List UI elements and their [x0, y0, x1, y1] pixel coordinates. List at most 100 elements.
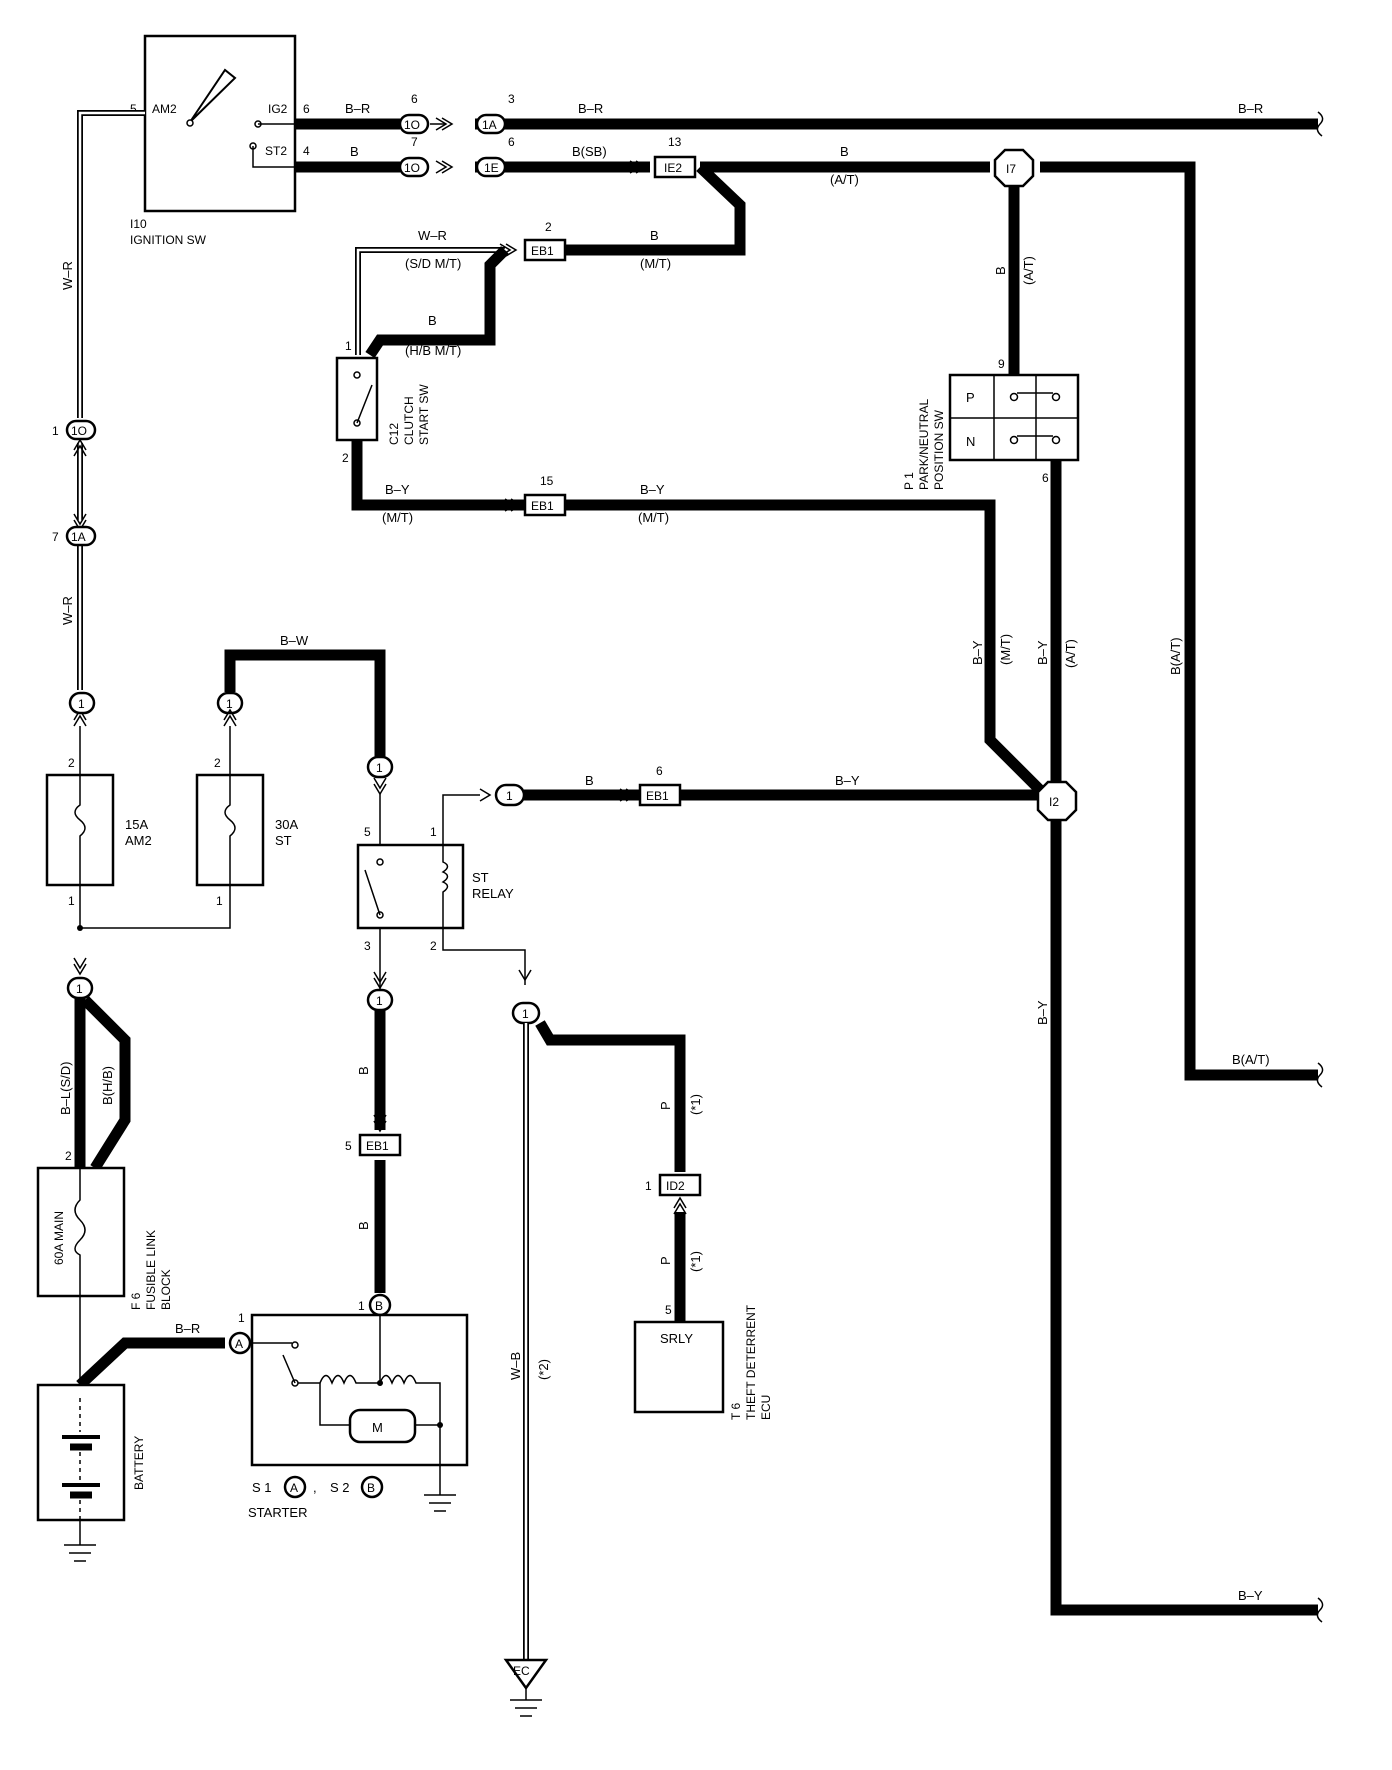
connector-label: 1O: [71, 424, 87, 438]
fuse-name: ST: [275, 833, 292, 848]
fuse-name: AM2: [125, 833, 152, 848]
pin-number: 1: [68, 894, 75, 908]
wire-label: (*1): [688, 1094, 703, 1115]
wire-label: B: [356, 1066, 371, 1075]
wire-label: (M/T): [640, 256, 671, 271]
pin-number: 2: [68, 756, 75, 770]
connector-label: 1: [522, 1007, 529, 1021]
pin-number: 5: [364, 825, 371, 839]
pin-number: 9: [998, 357, 1005, 371]
pn-sw-id: P 1: [902, 472, 916, 490]
pn-label-n: N: [966, 434, 975, 449]
pin-number: 2: [214, 756, 221, 770]
pin-number: 1: [216, 894, 223, 908]
ecu-terminal-srly: SRLY: [660, 1331, 693, 1346]
wire-label: B: [356, 1221, 371, 1230]
junction-label: I7: [1006, 162, 1016, 176]
pn-label-p: P: [966, 390, 975, 405]
wire-label: W–R: [60, 261, 75, 290]
connector-pin: 6: [656, 764, 663, 778]
connector-label: 1A: [71, 530, 86, 544]
pin-number: 2: [430, 939, 437, 953]
connector-label: 1O: [404, 161, 420, 175]
junction-label: I2: [1049, 795, 1059, 809]
terminal-label: A: [235, 1337, 243, 1351]
wire-b-st2: B B(SB) B (A/T) 1O 7 1E 6 IE2 13 I7: [295, 135, 1318, 1081]
wire-b-relay-to-starter: 1 EB1 5 B B: [345, 971, 402, 1293]
wire-p-theft: P (*1) ID2 1 P (*1) 5: [535, 1020, 703, 1322]
fuse-15a-am2: 2 1 15A AM2: [45, 726, 152, 908]
wire-label: B–Y: [835, 773, 860, 788]
wire-label: B–R: [578, 101, 603, 116]
clutch-sw-id: C12: [387, 423, 401, 445]
connector-label: EB1: [646, 789, 669, 803]
starter-name: STARTER: [248, 1505, 307, 1520]
fuse-rating: 30A: [275, 817, 298, 832]
fusible-name: FUSIBLE LINK: [144, 1230, 158, 1310]
wire-label: (H/B M/T): [405, 343, 461, 358]
pn-sw-name: POSITION SW: [932, 409, 946, 490]
connector-label: 1: [506, 789, 513, 803]
wire-label: W–R: [418, 228, 447, 243]
wire-label: (*1): [688, 1251, 703, 1272]
clutch-sw-name: CLUTCH: [402, 396, 416, 445]
ignition-sw-name: IGNITION SW: [130, 233, 207, 247]
connector-pin: 2: [545, 220, 552, 234]
wire-label: B: [840, 144, 849, 159]
wire-label: B(A/T): [1168, 637, 1183, 675]
wire-label: B–Y: [1035, 1000, 1050, 1025]
connector-label: EB1: [531, 499, 554, 513]
ecu-id: T 6: [729, 1403, 743, 1420]
wire-label: B: [650, 228, 659, 243]
pin-ig2-label: IG2: [268, 102, 288, 116]
wire-label: B: [428, 313, 437, 328]
ecu-name: THEFT DETERRENT: [744, 1304, 758, 1420]
wire-label: B(H/B): [100, 1066, 115, 1105]
pin-number: 1: [358, 1299, 365, 1313]
relay-name: RELAY: [472, 886, 514, 901]
wire-label: B–Y: [640, 482, 665, 497]
fusible-id: F 6: [129, 1292, 143, 1310]
park-neutral-position-switch: B (A/T) P N 9 6 P 1 PARK/NEUTRAL POSITIO…: [902, 186, 1080, 490]
ecu-name: ECU: [759, 1395, 773, 1420]
pin-number: 5: [130, 102, 137, 116]
connector-label: 1E: [484, 161, 499, 175]
fusible-name: BLOCK: [159, 1269, 173, 1310]
wire-label: (*2): [536, 1359, 551, 1380]
wire-label: B–R: [1238, 101, 1263, 116]
connector-label: 1: [226, 697, 233, 711]
ground-label: EC: [513, 1664, 530, 1678]
fuse-rating: 15A: [125, 817, 148, 832]
connector-pin: 15: [540, 474, 554, 488]
pin-number: 6: [1042, 471, 1049, 485]
connector-label: 1: [78, 697, 85, 711]
connector-label: 1A: [482, 118, 497, 132]
pin-number: 6: [303, 102, 310, 116]
theft-deterrent-ecu: SRLY T 6 THEFT DETERRENT ECU: [633, 1304, 773, 1420]
terminal-label: B: [375, 1299, 383, 1313]
wire-label: B–Y: [970, 640, 985, 665]
battery-label: BATTERY: [132, 1436, 146, 1490]
wire-w-r-sdmt: EB1 2 W–R (S/D M/T) B (M/T) B (H/B M/T): [355, 220, 671, 359]
connector-pin: 7: [52, 530, 59, 544]
separator: ,: [313, 1480, 317, 1495]
ignition-switch: AM2 IG2 ST2 5 6 4 I10 IGNITION SW: [130, 34, 310, 247]
connector-label: ID2: [666, 1179, 685, 1193]
pin-number: 3: [364, 939, 371, 953]
pin-am2-label: AM2: [152, 102, 177, 116]
wire-label: B(A/T): [1232, 1052, 1270, 1067]
connector-pin: 3: [508, 92, 515, 106]
pin-number: 1: [238, 1311, 245, 1325]
starter-connector-s2: S 2: [330, 1480, 350, 1495]
wire-label: B(SB): [572, 144, 607, 159]
wire-label: (M/T): [382, 510, 413, 525]
pin-number: 2: [342, 451, 349, 465]
starter-connector-s1: S 1: [252, 1480, 272, 1495]
pin-number: 2: [65, 1149, 72, 1163]
wire-label: W–R: [60, 596, 75, 625]
wire-label: P: [658, 1256, 673, 1265]
ignition-sw-id: I10: [130, 217, 147, 231]
wire-label: B: [350, 144, 359, 159]
clutch-start-switch: 1 2 C12 CLUTCH START SW EB1 15 B–Y (M/T)…: [335, 339, 1054, 804]
wire-label: B–R: [175, 1321, 200, 1336]
